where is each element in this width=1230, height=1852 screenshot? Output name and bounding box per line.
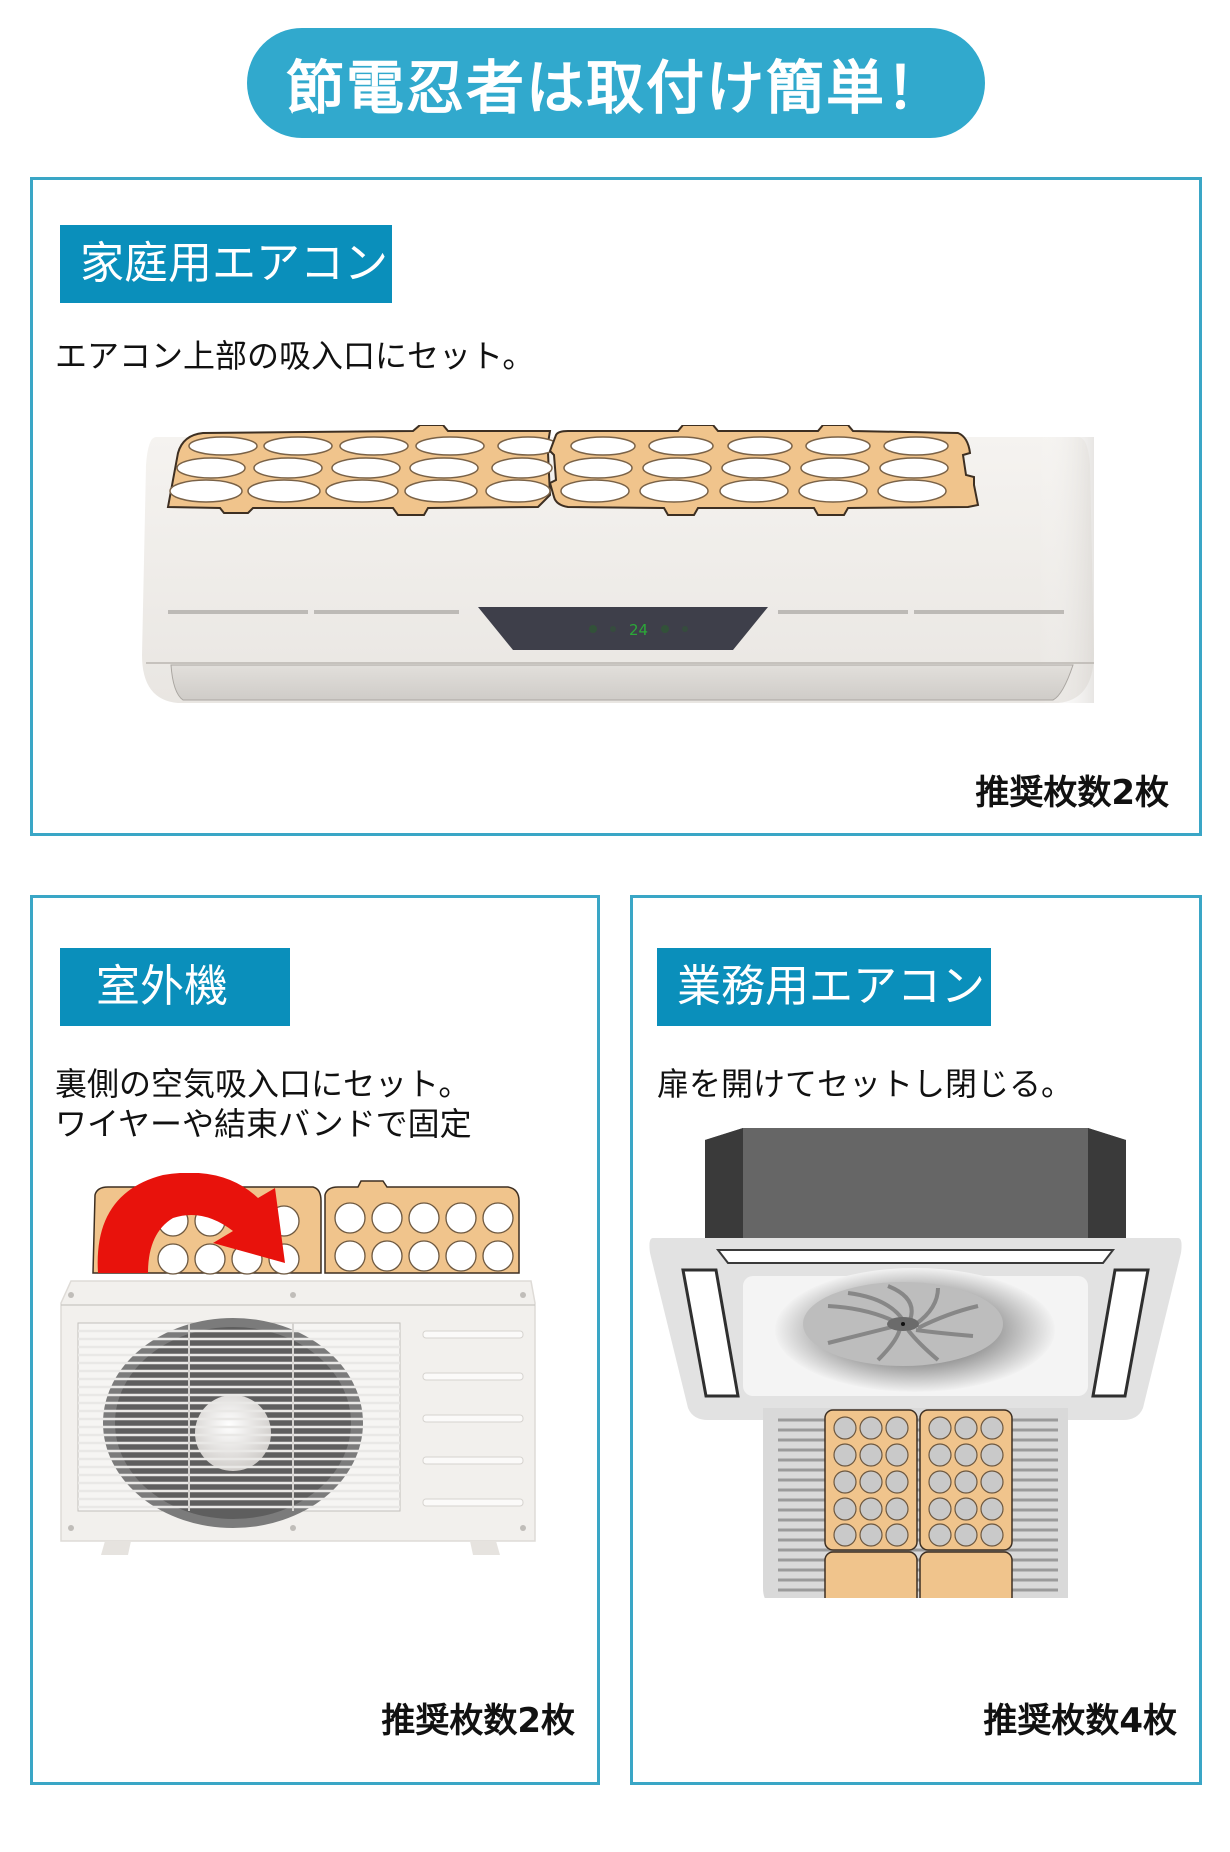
ac-display-temp: 24 [629,621,648,639]
filter-pad-4 [919,1551,1013,1598]
hero-banner: 節電忍者は取付け簡単！ [247,28,985,138]
section-label-commercial: 業務用エアコン [657,948,991,1026]
section-label-home: 家庭用エアコン [60,225,392,303]
recommended-count-outdoor: 推奨枚数2枚 [381,1701,575,1741]
ceiling-cassette-illustration [649,1128,1182,1598]
filter-pad-right [548,425,980,516]
card-commercial-aircon: 業務用エアコン 扉を開けてセットし閉じる。 [630,895,1202,1785]
section-desc-outdoor-line1: 裏側の空気吸入口にセット。 [55,1065,471,1103]
section-desc-outdoor-line2: ワイヤーや結束バンドで固定 [55,1105,472,1143]
hero-title: 節電忍者は取付け簡単！ [285,54,946,122]
section-desc-home: エアコン上部の吸入口にセット。 [55,337,535,375]
card-home-aircon: 家庭用エアコン エアコン上部の吸入口にセット。 [30,177,1202,836]
outdoor-unit-illustration [60,1173,536,1555]
recommended-count-home: 推奨枚数2枚 [975,773,1169,813]
section-desc-commercial: 扉を開けてセットし閉じる。 [657,1065,1074,1103]
wall-ac-illustration: 24 [142,425,1094,703]
recommended-count-commercial: 推奨枚数4枚 [983,1701,1177,1741]
filter-pad-outdoor-right [324,1180,520,1274]
red-arrow-icon [97,1173,285,1273]
filter-pad-left [166,425,559,516]
ac-display-panel [478,607,768,650]
filter-pad-3 [824,1551,918,1598]
card-outdoor-unit: 室外機 裏側の空気吸入口にセット。 ワイヤーや結束バンドで固定 [30,895,600,1785]
section-label-outdoor: 室外機 [60,948,290,1026]
